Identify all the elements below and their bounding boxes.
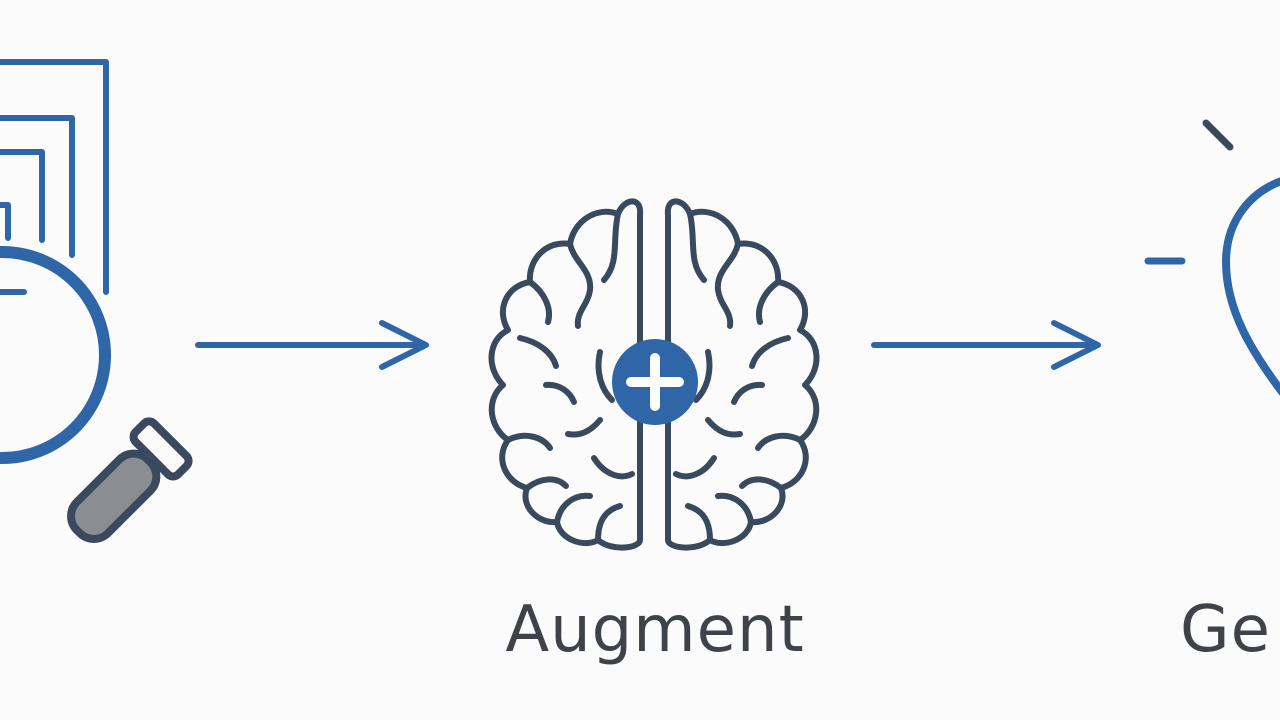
- flow-arrow-1: [195, 320, 429, 370]
- brain-plus-icon: [488, 198, 820, 551]
- step-label-generate: Ge: [1180, 593, 1271, 667]
- plus-badge-icon: [612, 339, 698, 425]
- light-ray-diagonal: [1202, 119, 1234, 151]
- document-stack-icon: [0, 59, 109, 295]
- flow-arrow-2: [871, 320, 1101, 370]
- lightbulb-glass: [1221, 177, 1280, 396]
- step-label-retrieve: ve: [0, 585, 122, 675]
- document-search-icon: [0, 59, 193, 543]
- brain-outline-icon: [488, 198, 820, 551]
- magnifier-lens: [0, 246, 111, 464]
- magnifier-icon: [0, 246, 193, 543]
- magnifier-handle: [67, 449, 161, 543]
- step-label-augment: Augment: [505, 593, 805, 667]
- lightbulb-icon: [1144, 119, 1280, 396]
